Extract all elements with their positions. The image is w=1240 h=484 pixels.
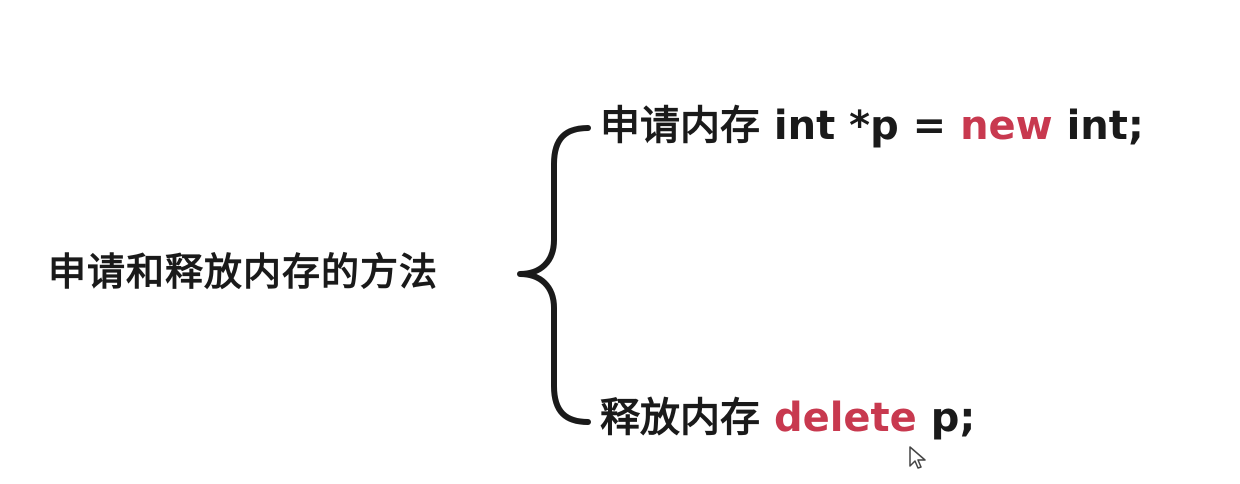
root-label: 申请和释放内存的方法 [48,250,439,294]
branch-allocate-prefix: 申请内存 int *p = [600,103,961,149]
branch-allocate-suffix: int; [1052,103,1144,149]
branch-allocate-memory: 申请内存 int *p = new int; [600,100,1144,152]
branch-release-keyword: delete [773,395,917,441]
left-brace-icon [517,125,591,425]
branch-allocate-keyword: new [960,103,1053,149]
mouse-pointer-icon [909,446,926,469]
branch-release-prefix: 释放内存 [600,395,774,441]
branch-release-suffix: p; [916,395,976,441]
branch-release-memory: 释放内存 delete p; [600,392,975,444]
